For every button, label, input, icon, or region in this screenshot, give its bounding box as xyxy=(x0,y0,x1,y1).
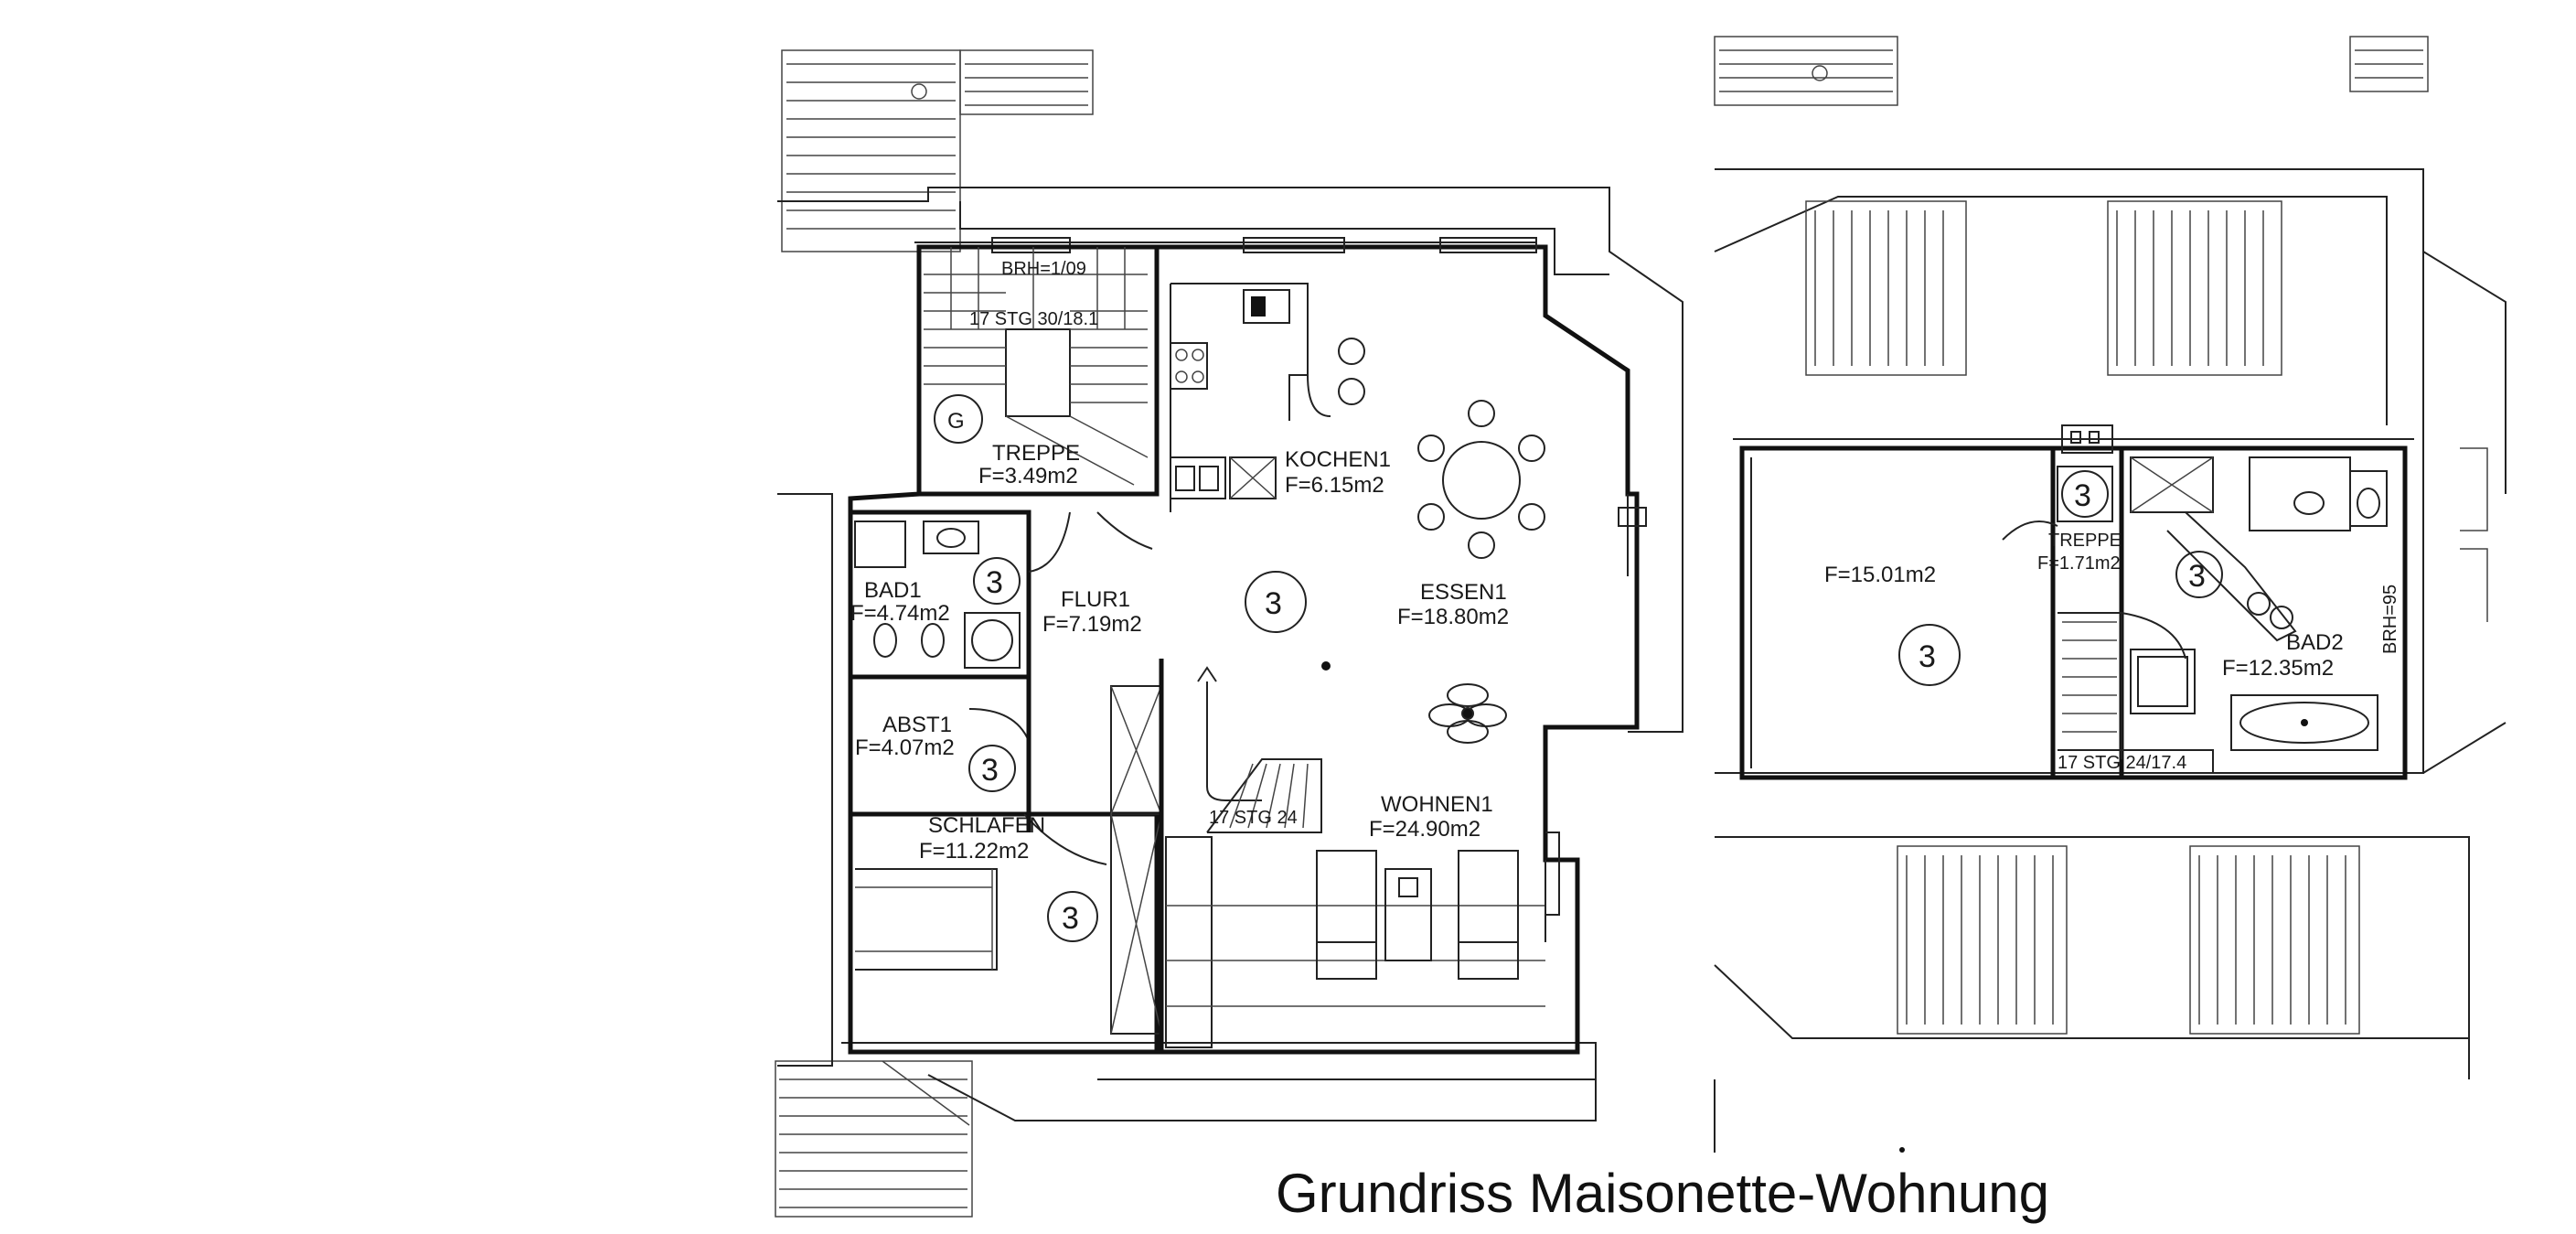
bathroom-2: BAD2 F=12.35m2 BRH=95 xyxy=(2130,456,2400,751)
room-name-bad1: BAD1 xyxy=(864,578,922,603)
plan-title: Grundriss Maisonette-Wohnung xyxy=(1276,1163,2049,1224)
room-area-abst1: F=4.07m2 xyxy=(855,735,955,760)
stair-step-label-2: 17 STG 24 xyxy=(1209,808,1298,828)
plant xyxy=(1428,683,1507,744)
stairwell-lower: BRH=1/09 17 STG 30/18.1 G TREPPE F=3.49m… xyxy=(916,244,1160,497)
room-name-essen1: ESSEN1 xyxy=(1420,580,1507,605)
room-name-abst1: ABST1 xyxy=(882,713,952,737)
upper-markers: 3 3 3 xyxy=(1898,470,2223,686)
room-area-essen1: F=18.80m2 xyxy=(1397,605,1509,629)
bedroom-schlafen: SCHLAFEN F=11.22m2 xyxy=(848,811,1160,1055)
dining-table xyxy=(1417,400,1545,559)
room-name-treppe-lower: TREPPE xyxy=(992,441,1080,466)
marker-flur1: 3 xyxy=(1265,586,1282,621)
lower-floor-plan: BRH=1/09 17 STG 30/18.1 G TREPPE F=3.49m… xyxy=(775,49,1683,1218)
storage-abst1: ABST1 F=4.07m2 xyxy=(848,674,1031,817)
roof-hatch-bottom-left xyxy=(775,1060,973,1218)
lower-markers: 3 3 3 3 xyxy=(968,557,1331,942)
room-area-treppe-upper: F=1.71m2 xyxy=(2037,553,2121,574)
room-name-kochen1: KOCHEN1 xyxy=(1285,447,1391,472)
marker-schlafen: 3 xyxy=(1062,901,1079,936)
room-area-schlafen: F=11.22m2 xyxy=(919,839,1029,864)
marker-bad2: 3 xyxy=(2188,559,2206,594)
brh-label-top: BRH=1/09 xyxy=(1001,259,1086,279)
marker-bad1: 3 xyxy=(986,565,1003,600)
room-area-upper-left: F=15.01m2 xyxy=(1824,563,1936,587)
room-area-flur1: F=7.19m2 xyxy=(1042,612,1142,637)
stair-room-upper: TREPPE F=1.71m2 xyxy=(2002,448,2196,778)
roof-hatch-top-left xyxy=(781,49,1094,252)
stair-to-upper: 17 STG 24 xyxy=(1165,666,1545,1048)
marker-upper-left: 3 xyxy=(1919,639,1936,674)
roof-hatch-top-right xyxy=(1714,36,2429,106)
room-name-flur1: FLUR1 xyxy=(1061,587,1130,612)
roof-panels-upper xyxy=(1805,200,2360,1035)
kitchen: KOCHEN1 F=6.15m2 xyxy=(1170,283,1391,512)
g-marker: G xyxy=(947,409,965,434)
room-name-bad2: BAD2 xyxy=(2286,630,2344,655)
room-name-wohnen1: WOHNEN1 xyxy=(1381,792,1493,817)
room-area-bad1: F=4.74m2 xyxy=(850,601,950,626)
room-name-treppe-upper: TREPPE xyxy=(2048,531,2122,551)
brh-label-side: BRH=95 xyxy=(2380,585,2400,654)
upper-floor-plan: F=15.01m2 TREPPE F=1.71m2 xyxy=(1714,36,2507,1153)
stair-step-label-upper: 17 STG 24/17.4 xyxy=(2058,753,2186,773)
marker-abst1: 3 xyxy=(981,753,999,788)
room-area-kochen1: F=6.15m2 xyxy=(1285,473,1384,498)
room-area-bad2: F=12.35m2 xyxy=(2222,656,2334,681)
marker-treppe-upper: 3 xyxy=(2074,478,2091,513)
living-room-furniture xyxy=(1316,832,1560,980)
room-name-schlafen: SCHLAFEN xyxy=(928,813,1045,838)
hallway-flur1: FLUR1 F=7.19m2 xyxy=(1026,511,1164,1052)
stair-step-label: 17 STG 30/18.1 xyxy=(969,309,1098,329)
room-area-wohnen1: F=24.90m2 xyxy=(1369,817,1480,842)
room-area-treppe-lower: F=3.49m2 xyxy=(978,464,1078,488)
